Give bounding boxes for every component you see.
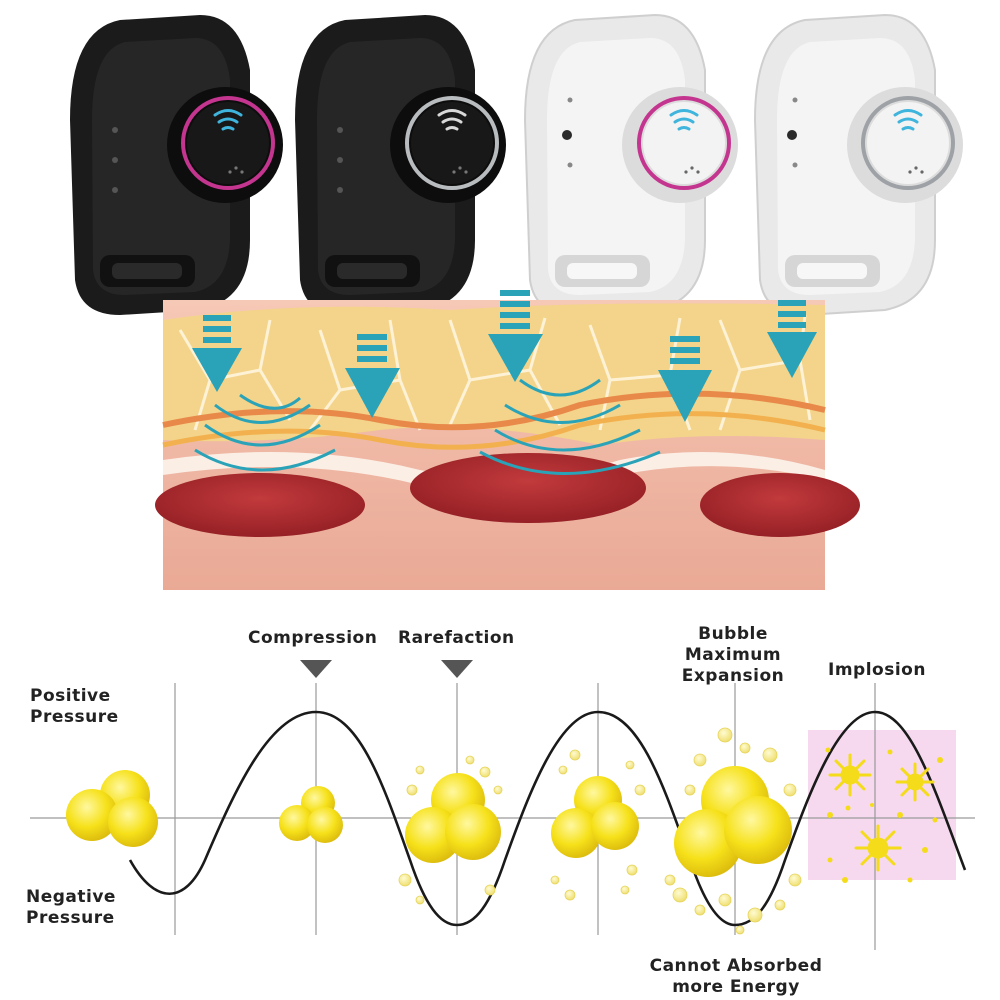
bubble-cluster [551, 776, 639, 858]
bubble-max-expansion-label: Bubble Maximum Expansion [681, 624, 785, 686]
micro-bubbles [398, 727, 802, 935]
fat-layer [163, 303, 825, 445]
star-burst-icon [895, 762, 935, 802]
down-arrow-icon [345, 334, 400, 418]
wristband-white-silver [753, 13, 963, 317]
down-arrow-icon [767, 300, 817, 378]
implosion-label: Implosion [828, 660, 926, 680]
wristband-white-magenta [523, 13, 738, 317]
pressure-wave-curve [128, 710, 967, 927]
bubble-cluster [66, 770, 158, 847]
sound-wave-icon [437, 109, 467, 131]
down-arrow-icon [658, 336, 712, 422]
bezel-ring [861, 96, 955, 190]
marker-triangle-icon [300, 660, 332, 678]
bezel-ring [637, 96, 731, 190]
bubble-cluster [674, 766, 792, 877]
muscle-tissue [155, 473, 365, 537]
cavitation-diagram [30, 660, 975, 950]
bubble-cluster [279, 786, 343, 843]
muscle-tissue [410, 453, 646, 523]
down-arrow-icon [192, 315, 242, 392]
bezel-ring [181, 96, 275, 190]
tissue-cross-section [155, 290, 860, 590]
wristband-black-silver [295, 15, 506, 315]
sound-wave-icon [213, 109, 243, 131]
star-burst-icon [854, 824, 902, 872]
sound-wave-icon [893, 109, 923, 131]
bubble-cluster [405, 773, 501, 863]
implosion-debris [825, 747, 943, 883]
wristband-black-magenta [70, 15, 283, 315]
sound-wave-icon [669, 109, 699, 131]
positive-pressure-label: Positive Pressure [30, 686, 119, 727]
sound-wave-icon [194, 378, 661, 475]
marker-triangle-icon [441, 660, 473, 678]
product-row [70, 13, 963, 317]
cannot-absorb-label: Cannot Absorbed more Energy [649, 956, 823, 997]
bezel-ring [405, 96, 499, 190]
negative-pressure-label: Negative Pressure [26, 887, 116, 928]
compression-label: Compression [248, 628, 378, 648]
star-burst-icon [828, 753, 872, 797]
rarefaction-label: Rarefaction [398, 628, 515, 648]
down-arrow-icon [488, 290, 543, 382]
muscle-tissue [700, 473, 860, 537]
